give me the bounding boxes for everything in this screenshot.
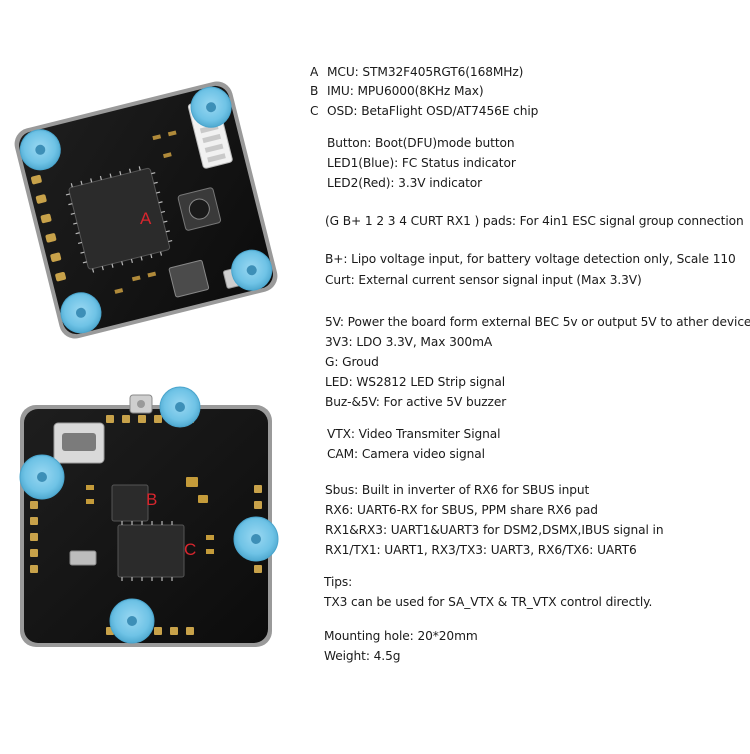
chip-text: MCU: STM32F405RGT6(168MHz) bbox=[327, 65, 524, 79]
chip-text: OSD: BetaFlight OSD/AT7456E chip bbox=[327, 104, 539, 118]
uart-map-line: RX1/TX1: UART1, RX3/TX3: UART3, RX6/TX6:… bbox=[325, 543, 637, 557]
spec-list: A MCU: STM32F405RGT6(168MHz) B IMU: MPU600… bbox=[308, 0, 750, 750]
vtx-line: VTX: Video Transmiter Signal bbox=[327, 427, 501, 441]
esc-pads-line: (G B+ 1 2 3 4 CURT RX1 ) pads: For 4in1 … bbox=[325, 214, 744, 228]
battery-line: B+: Lipo voltage input, for battery volt… bbox=[325, 252, 736, 266]
chip-text: IMU: MPU6000(8KHz Max) bbox=[327, 84, 484, 98]
chip-key: C bbox=[310, 104, 319, 118]
led2-line: LED2(Red): 3.3V indicator bbox=[327, 176, 483, 190]
sbus-line: Sbus: Built in inverter of RX6 for SBUS … bbox=[325, 483, 590, 497]
flight-controller-illustration: A bbox=[14, 81, 279, 647]
button-line: Button: Boot(DFU)mode button bbox=[327, 136, 515, 150]
current-line: Curt: External current sensor signal inp… bbox=[325, 273, 642, 287]
chip-key: B bbox=[310, 84, 319, 98]
label-a: A bbox=[140, 209, 152, 228]
chip-row-mcu: A MCU: STM32F405RGT6(168MHz) bbox=[310, 64, 523, 80]
tips-heading: Tips: bbox=[324, 575, 353, 589]
buzzer-line: Buz-&5V: For active 5V buzzer bbox=[325, 395, 507, 409]
mounting-hole-line: Mounting hole: 20*20mm bbox=[324, 629, 478, 643]
board-bottom bbox=[19, 386, 279, 647]
weight-line: Weight: 4.5g bbox=[324, 649, 401, 663]
chip-row-osd: C OSD: BetaFlight OSD/AT7456E chip bbox=[310, 103, 538, 119]
led-strip-line: LED: WS2812 LED Strip signal bbox=[325, 375, 506, 389]
cam-line: CAM: Camera video signal bbox=[327, 447, 485, 461]
board-top bbox=[14, 81, 278, 339]
label-b: B bbox=[146, 490, 157, 509]
chip-key: A bbox=[310, 65, 319, 79]
rx1-rx3-line: RX1&RX3: UART1&UART3 for DSM2,DSMX,IBUS … bbox=[325, 523, 664, 537]
power-3v3-line: 3V3: LDO 3.3V, Max 300mA bbox=[325, 335, 493, 349]
rx6-line: RX6: UART6-RX for SBUS, PPM share RX6 pa… bbox=[325, 503, 598, 517]
chip-row-imu: B IMU: MPU6000(8KHz Max) bbox=[310, 83, 484, 99]
board-photos: A bbox=[0, 0, 310, 750]
tips-text: TX3 can be used for SA_VTX & TR_VTX cont… bbox=[324, 595, 653, 609]
power-5v-line: 5V: Power the board form external BEC 5v… bbox=[325, 315, 750, 329]
label-c: C bbox=[184, 540, 196, 559]
led1-line: LED1(Blue): FC Status indicator bbox=[327, 156, 516, 170]
ground-line: G: Groud bbox=[325, 355, 379, 369]
